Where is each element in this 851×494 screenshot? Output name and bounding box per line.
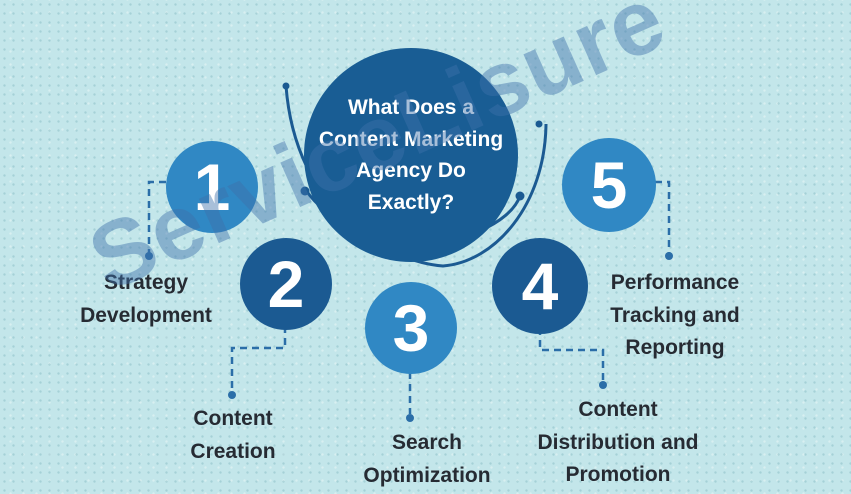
step-5-number: 5 [590, 148, 628, 222]
step-2-number: 2 [267, 247, 305, 321]
step-3-number: 3 [392, 291, 430, 365]
step-4-label-line: Distribution and [537, 430, 699, 454]
step-5-label: Performance Tracking and Reporting [594, 267, 756, 365]
step-1-label-line: Strategy [103, 271, 189, 294]
step-1-label: Strategy Development [58, 267, 234, 332]
step-5-circle: 5 [562, 138, 656, 232]
connector-4-dot [599, 381, 607, 389]
connector-3-dot [406, 414, 414, 422]
diagram-title: What Does a Content Marketing Agency Do … [318, 96, 504, 214]
step-5-label-line: Tracking and [610, 303, 740, 327]
step-1-label-line: Development [80, 303, 212, 327]
connector-1-dot [145, 252, 153, 260]
connector-2-dot [228, 391, 236, 399]
step-4-label: Content Distribution and Promotion [518, 394, 718, 492]
connector-1 [147, 180, 166, 254]
step-3-label-line: Optimization [363, 463, 491, 487]
step-3-circle: 3 [365, 282, 457, 374]
arc-dot-top-left [282, 82, 290, 90]
step-2-circle: 2 [240, 238, 332, 330]
step-2-label-line: Creation [190, 439, 276, 463]
connector-4 [538, 328, 605, 382]
step-5-label-line: Reporting [625, 336, 725, 360]
step-4-circle: 4 [492, 238, 588, 334]
step-3-label: Search Optimization [342, 427, 512, 492]
step-2-label: Content Creation [163, 403, 303, 468]
step-4-label-line: Promotion [565, 463, 671, 487]
step-3-label-line: Search [391, 431, 463, 454]
arc-dot-top-right [535, 120, 543, 128]
connector-2 [230, 326, 287, 392]
step-1-circle: 1 [166, 141, 258, 233]
step-1-number: 1 [193, 150, 231, 224]
connector-5-dot [665, 252, 673, 260]
step-4-number: 4 [521, 249, 559, 323]
central-title-circle: What Does a Content Marketing Agency Do … [304, 48, 518, 262]
step-2-label-line: Content [193, 407, 273, 430]
arc-dot-left [300, 186, 310, 196]
step-4-label-line: Content [578, 398, 658, 421]
connector-5 [655, 180, 671, 254]
step-5-label-line: Performance [610, 271, 740, 294]
arc-dot-right [515, 191, 525, 201]
